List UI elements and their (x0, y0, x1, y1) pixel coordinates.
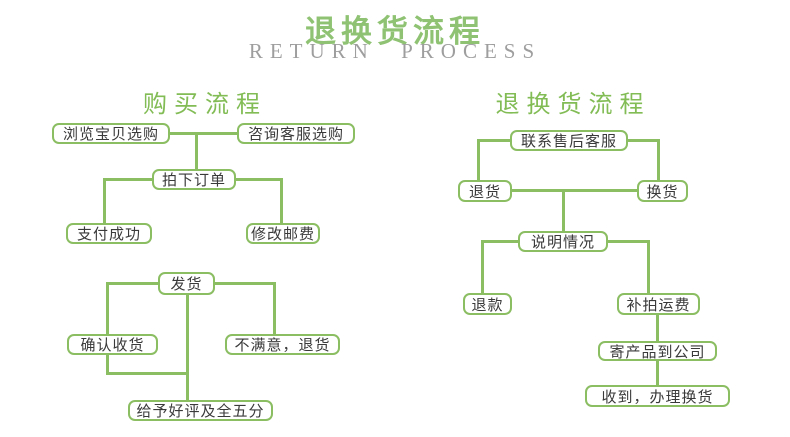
connector-line (657, 139, 660, 180)
connector-line (106, 354, 109, 375)
connector-line (608, 240, 650, 243)
node-exchange-goods: 换货 (637, 180, 688, 202)
node-pay-extra-shipping: 补拍运费 (617, 293, 700, 315)
connector-line (104, 178, 152, 181)
connector-line (107, 282, 158, 285)
node-received-process-exchange: 收到，办理换货 (585, 385, 730, 407)
node-confirm-receipt: 确认收货 (67, 334, 158, 355)
connector-line (656, 360, 659, 385)
connector-line (215, 282, 275, 285)
connector-line (512, 189, 637, 192)
connector-line (628, 139, 660, 142)
connector-line (195, 132, 198, 169)
connector-line (106, 282, 109, 334)
node-ship-goods: 发货 (158, 272, 215, 295)
node-refund: 退款 (463, 293, 512, 315)
connector-line (481, 240, 484, 293)
connector-line (273, 282, 276, 334)
node-modify-postage: 修改邮费 (246, 223, 320, 244)
page-subtitle: RETURN PROCESS (248, 39, 542, 63)
purchase-flow-heading: 购买流程 (143, 92, 267, 118)
connector-line (656, 314, 659, 341)
connector-line (170, 132, 237, 135)
connector-line (186, 294, 189, 400)
node-payment-success: 支付成功 (66, 223, 152, 244)
connector-line (647, 240, 650, 293)
node-send-product-to-company: 寄产品到公司 (598, 341, 717, 361)
connector-line (562, 189, 565, 231)
node-place-order: 拍下订单 (152, 169, 236, 190)
node-unsatisfied-return: 不满意，退货 (225, 334, 340, 355)
connector-line (236, 178, 282, 181)
connector-line (280, 178, 283, 223)
connector-line (477, 139, 480, 180)
node-browse-items: 浏览宝贝选购 (52, 123, 170, 144)
connector-line (483, 240, 518, 243)
connector-line (478, 139, 510, 142)
page-title: 退换货流程 (305, 14, 485, 49)
node-contact-aftersales: 联系售后客服 (510, 130, 628, 151)
return-flow-heading: 退换货流程 (495, 92, 651, 118)
node-return-goods: 退货 (458, 180, 512, 202)
node-consult-service: 咨询客服选购 (237, 123, 355, 144)
node-explain-situation: 说明情况 (518, 231, 608, 252)
connector-line (103, 178, 106, 223)
connector-line (106, 372, 189, 375)
node-give-good-review: 给予好评及全五分 (128, 400, 273, 421)
